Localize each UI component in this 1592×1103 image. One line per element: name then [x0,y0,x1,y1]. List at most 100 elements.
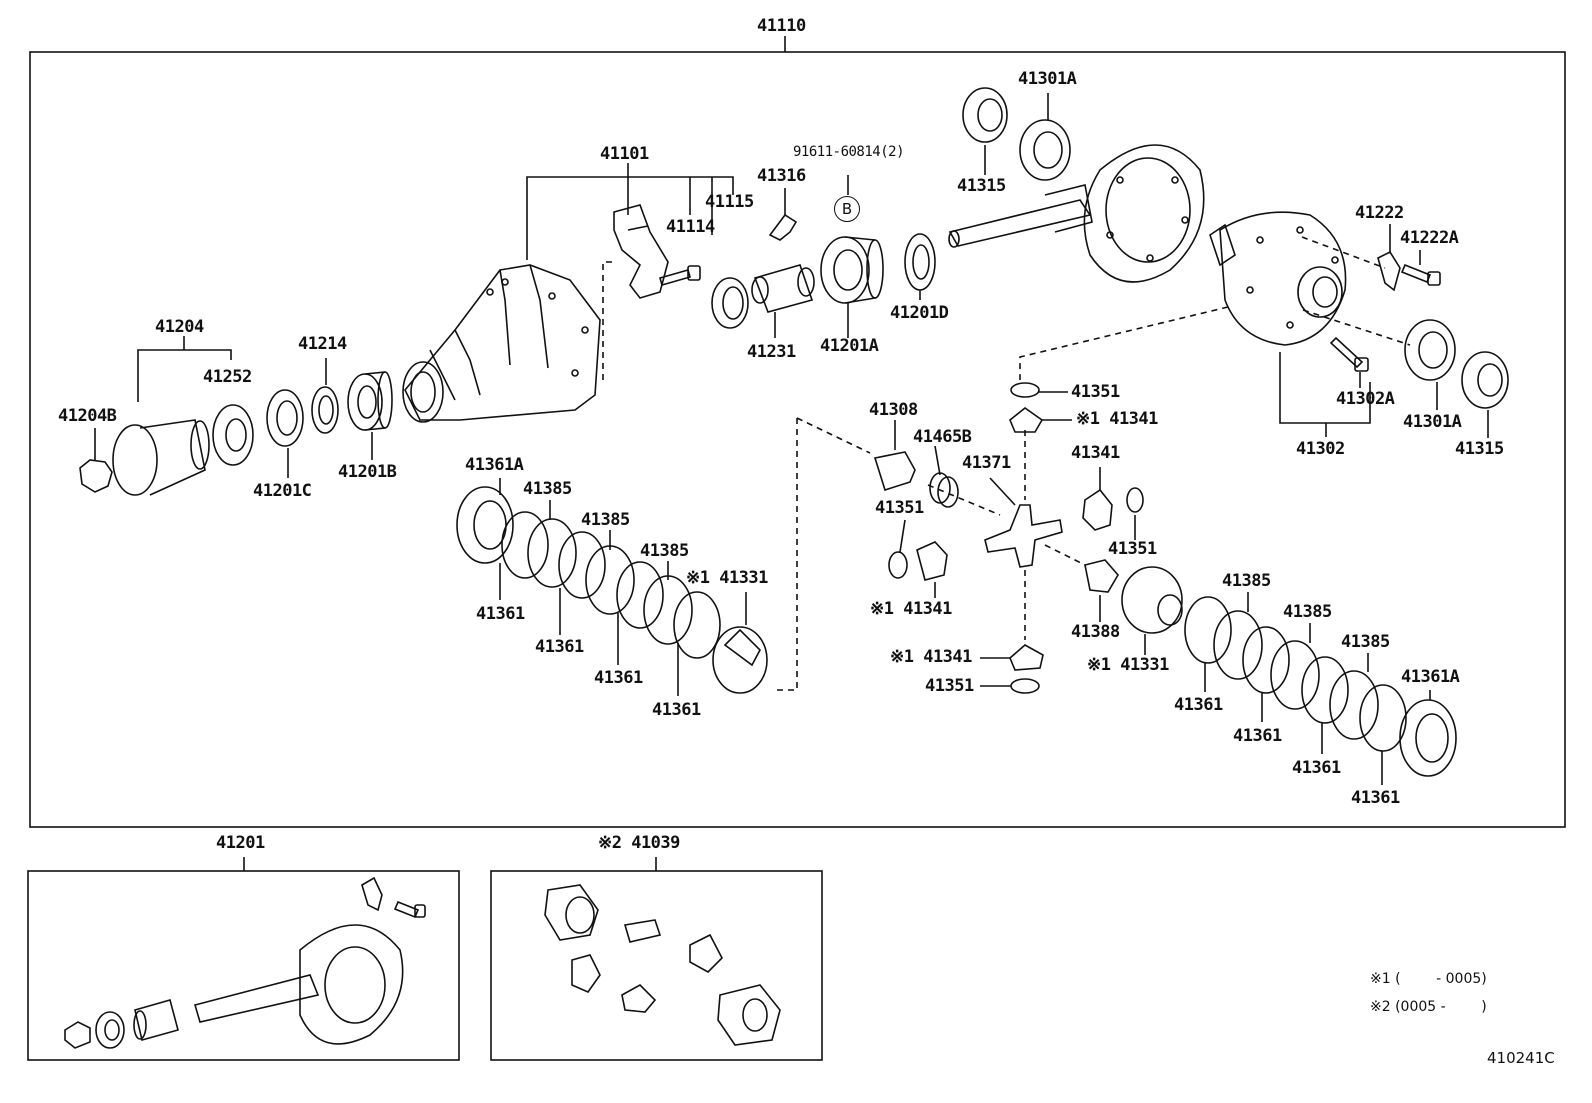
label-41351-d: 41351 [925,676,974,696]
clutch-pack-left [456,486,721,659]
pinion-gear-41341-bottom [1009,644,1044,671]
pinion-shaft-41371 [984,504,1063,568]
label-41351-b: 41351 [875,498,924,518]
label-41361A-right: 41361A [1401,667,1460,687]
washer-41351-right [1126,487,1144,513]
label-41201B: 41201B [338,462,397,482]
label-41316: 41316 [757,166,806,186]
dashed-guides [602,236,1411,691]
label-41204: 41204 [155,317,204,337]
bearing-41301A-right [1404,319,1456,381]
label-41388: 41388 [1071,622,1120,642]
bearing-41201A [820,236,884,304]
washer-41252 [212,404,254,466]
label-41201: 41201 [216,833,265,853]
label-41385-l3: 41385 [640,541,689,561]
label-41465B: 41465B [913,427,972,447]
washer-41351-top [1010,382,1040,398]
bearing-41315-top [962,87,1008,143]
label-41385-r2: 41385 [1283,602,1332,622]
side-gear-right-41331 [1121,566,1183,634]
label-41361-l1: 41361 [476,604,525,624]
label-41315-right: 41315 [1455,439,1504,459]
label-91611-60814: 91611-60814(2) [793,144,905,160]
differential-case-41302 [1209,211,1347,346]
bearing-41201B [347,371,393,431]
main-assembly-frame [29,51,1566,828]
label-41201A: 41201A [820,336,879,356]
bracket-41302 [1279,352,1371,437]
label-41201D: 41201D [890,303,949,323]
label-41341-b: 41341 [1071,443,1120,463]
pinion-gear-41341-mid [1082,488,1113,531]
label-41341-c: ※1 41341 [870,599,952,619]
companion-flange-41204 [112,419,210,496]
label-41231: 41231 [747,342,796,362]
label-41039: ※2 41039 [598,833,680,853]
label-41361-r3: 41361 [1292,758,1341,778]
label-41252: 41252 [203,367,252,387]
drive-pinion-shaft [948,184,1093,248]
label-41385-r1: 41385 [1222,571,1271,591]
adjusting-nut-41101 [613,204,669,299]
washer-41351-left [888,551,908,579]
ring-gear [1083,144,1205,283]
oil-seal-41201C [266,389,304,447]
label-41302A: 41302A [1336,389,1395,409]
label-41371: 41371 [962,453,1011,473]
ring-pinion-set-drawing [64,876,426,1049]
reference-b-circle: B [834,196,860,222]
label-41204B: 41204B [58,406,117,426]
side-gear-left-41331 [712,626,768,694]
slinger-41214 [311,386,339,434]
label-41101: 41101 [600,144,649,164]
differential-carrier-housing [402,264,601,423]
label-41222: 41222 [1355,203,1404,223]
label-41351-c: 41351 [1108,539,1157,559]
note-2: ※2 (0005 - ) [1370,999,1487,1015]
label-41308: 41308 [869,400,918,420]
oil-seal-41115 [711,277,749,329]
washer-41351-bottom [1010,678,1040,694]
label-41361-l2: 41361 [535,637,584,657]
bracket-41101 [526,163,734,260]
label-41114: 41114 [666,217,715,237]
bolt-41222A [1400,263,1441,286]
lock-plate-41222 [1377,250,1401,292]
ring-pinion-frame [27,870,460,1061]
label-41301A-right: 41301A [1403,412,1462,432]
label-41341-a: ※1 41341 [1076,409,1158,429]
label-41351-a: 41351 [1071,382,1120,402]
pinion-kit-drawing [544,884,781,1046]
diagram-id: 410241C [1487,1049,1555,1067]
label-41361-l4: 41361 [652,700,701,720]
label-41214: 41214 [298,334,347,354]
bolt-41114 [659,265,701,286]
label-41201C: 41201C [253,481,312,501]
block-41308 [873,451,916,492]
label-41361A-left: 41361A [465,455,524,475]
bolt-41302A [1329,336,1369,372]
label-41331-left: ※1 41331 [686,568,768,588]
thrust-block-41388 [1084,559,1119,593]
lock-41316 [768,213,798,241]
label-41115: 41115 [705,192,754,212]
label-41361-l3: 41361 [594,668,643,688]
label-41110: 41110 [757,16,806,36]
label-41385-r3: 41385 [1341,632,1390,652]
pinion-gear-41341-top [1009,406,1044,433]
label-41361-r2: 41361 [1233,726,1282,746]
spacer-41231 [751,264,815,313]
note-1: ※1 ( - 0005) [1370,971,1487,987]
nut-41204B [79,459,113,493]
label-41361-r1: 41361 [1174,695,1223,715]
leader-lines [94,93,1489,785]
bearing-41301A-top [1019,119,1071,181]
label-41301A-top: 41301A [1018,69,1077,89]
shim-41201D [904,233,936,291]
label-41385-l2: 41385 [581,510,630,530]
bearing-41315-right [1461,351,1509,409]
label-41302: 41302 [1296,439,1345,459]
spring-41465B [929,472,959,508]
